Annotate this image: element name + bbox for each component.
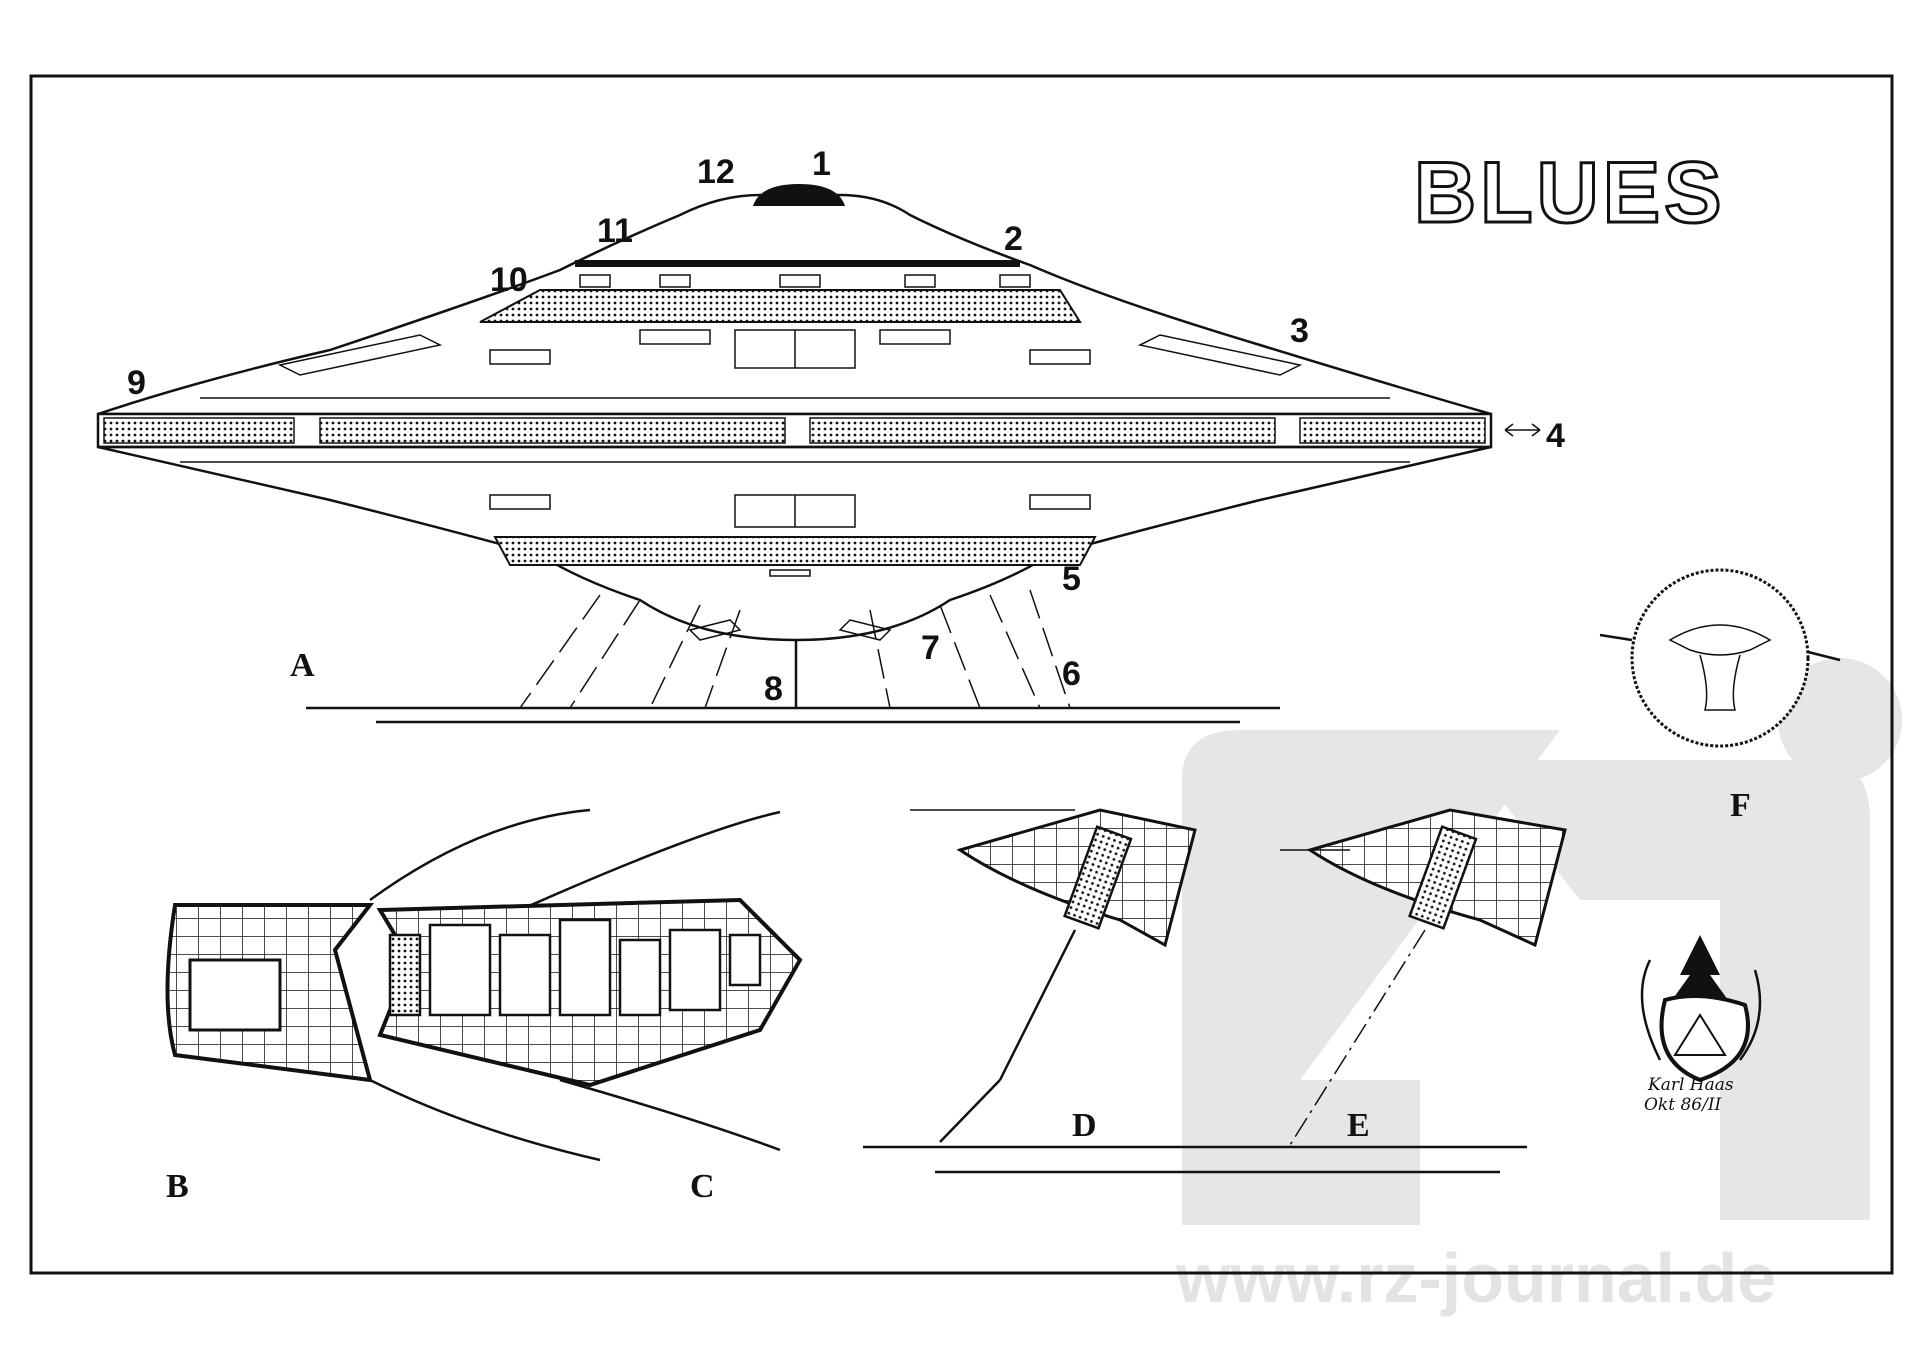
- view-label-a: A: [290, 647, 315, 684]
- view-label-d: D: [1072, 1107, 1097, 1144]
- signature-name: Karl Haas: [1647, 1075, 1734, 1095]
- rim-band: [96, 412, 1493, 449]
- drawing-frame: [29, 74, 1894, 1275]
- saucer-side-view: [96, 184, 1541, 724]
- callout-12: 12: [697, 153, 735, 191]
- view-label-c: C: [690, 1168, 715, 1205]
- watermark-url: www.rz-journal.de: [1175, 1239, 1776, 1317]
- callout-8: 8: [764, 670, 783, 708]
- callout-7: 7: [921, 629, 940, 667]
- rz-watermark-logo: [1182, 658, 1902, 1225]
- view-label-f: F: [1730, 787, 1751, 824]
- landing-leg-details: [863, 808, 1567, 1174]
- drawing-title: BLUES: [1414, 145, 1725, 241]
- lower-windows: [489, 494, 1091, 641]
- arrow-icon: [1599, 633, 1841, 662]
- coat-of-arms-emblem: [1640, 935, 1762, 1083]
- callout-3: 3: [1290, 312, 1309, 350]
- callout-1: 1: [812, 145, 831, 183]
- callout-11: 11: [597, 212, 633, 250]
- callout-4: 4: [1546, 417, 1565, 455]
- view-label-b: B: [166, 1168, 189, 1205]
- leg-projection-line: [1289, 929, 1426, 1146]
- callout-9: 9: [127, 364, 146, 402]
- top-view-circle: [1599, 568, 1841, 748]
- view-label-e: E: [1347, 1107, 1370, 1144]
- callout-10: 10: [490, 261, 528, 299]
- callout-labels: 1 2 3 4 5 6 7 8 9 10 11 12: [127, 145, 1565, 708]
- signature-date: Okt 86/II: [1644, 1095, 1722, 1115]
- dome: [753, 184, 845, 206]
- double-arrow-icon: [1504, 423, 1541, 437]
- landing-legs: [519, 589, 1071, 709]
- hull-cross-sections: [165, 808, 803, 1162]
- callout-6: 6: [1062, 655, 1081, 693]
- extended-leg: [998, 929, 1077, 1081]
- callout-2: 2: [1004, 220, 1023, 258]
- callout-5: 5: [1062, 560, 1081, 598]
- upper-windows: [277, 274, 1303, 376]
- lower-hull: [97, 445, 1492, 642]
- tree-icon: [1672, 935, 1728, 1000]
